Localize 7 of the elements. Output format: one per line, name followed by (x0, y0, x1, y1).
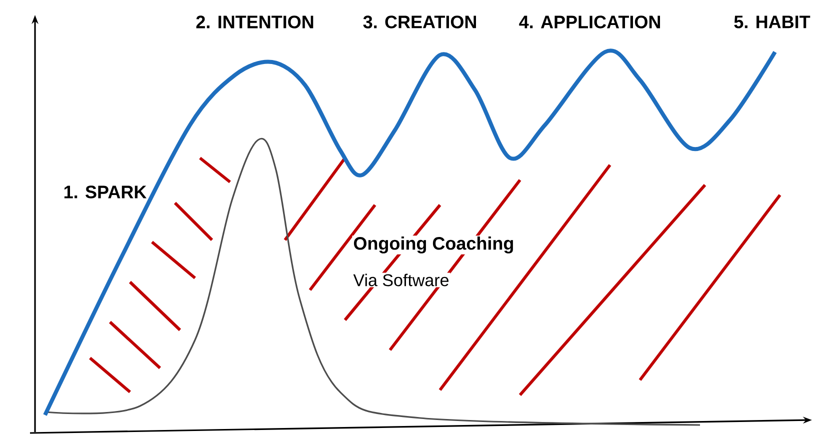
heading-label: 2. INTENTION (194, 14, 316, 30)
heading-label: 4. APPLICATION (518, 14, 662, 30)
heading-label: 5. HABIT (732, 14, 812, 30)
heading-label: 1. SPARK (62, 184, 148, 200)
heading-label: Ongoing Coaching (352, 236, 516, 254)
heading-label: Via Software (352, 272, 450, 288)
heading-label: 3. CREATION (362, 14, 478, 30)
